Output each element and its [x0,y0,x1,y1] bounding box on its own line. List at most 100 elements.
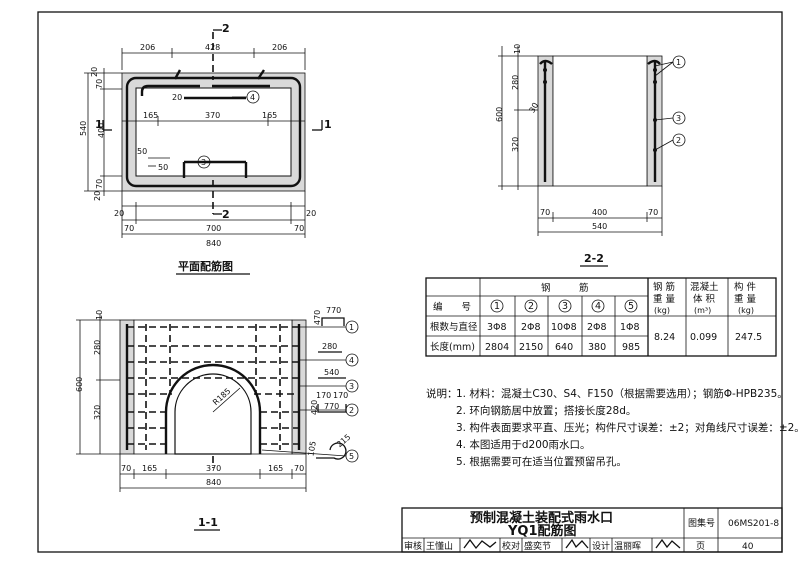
table-colhead-steel-2: 重 量 [653,293,676,305]
table-colhead-steel-3: (kg) [654,306,670,315]
signature-check [565,538,589,549]
table-value-concrete: 0.099 [690,332,717,343]
plan-dim-left-2: 70 [95,79,104,89]
table-id-2: 2 [528,301,534,312]
s11-title: 1-1 [198,516,218,529]
titleblock-atlas-no: 06MS201-8 [728,519,779,529]
s22-dim-bottom-3: 70 [648,208,658,217]
s22-callout-2: 2 [676,136,681,145]
table-id-cells: 1 2 3 4 5 [490,299,638,313]
s11-bar4-dim: 280 [322,342,337,351]
s11-bar5-dim-b: 215 [335,432,352,449]
table-length-1: 2804 [485,342,509,353]
plan-section-mark-1-left: 1 [95,118,103,131]
s22-dim-bottom-1: 70 [540,208,550,217]
note-3: 3. 构件表面要求平直、压光；构件尺寸误差：±2；对角线尺寸误差：±2。 [456,421,800,434]
titleblock-review-label: 审核 [404,540,422,552]
titleblock-review-name: 王懂山 [426,540,453,552]
table-length-2: 2150 [519,342,543,353]
plan-section-mark-2-bottom: 2 [222,208,230,221]
s22-dim-left-1: 10 [513,44,522,54]
table-id-3: 3 [562,301,568,312]
titleblock-design-label: 设计 [592,540,610,552]
s11-callout-4: 4 [349,356,354,365]
table-rowlabel-id: 编 号 [433,301,471,313]
s11-bar5-dim-a: 105 [306,440,318,457]
titleblock-check-name: 盛奕节 [524,540,551,552]
plan-dim-mid-3: 165 [262,111,277,120]
plan-small-dim-1: 20 [172,93,182,102]
table-rowlabel-count: 根数与直径 [430,321,478,333]
plan-callout-3: 3 [201,158,206,167]
note-4: 4. 本图适用于d200雨水口。 [456,438,591,451]
note-2: 2. 环向钢筋居中放置；搭接长度28d。 [456,404,636,417]
plan-dim-left-1: 20 [90,67,99,77]
plan-dim-bottom1-right: 20 [306,209,316,218]
table-length-3: 640 [555,342,573,353]
s11-dim-bottom-1: 70 [121,464,131,473]
s11-callout-1: 1 [349,323,354,332]
s11-dim-bottom-2: 165 [142,464,157,473]
table-count-1: 3Φ8 [487,322,507,333]
s11-dim-bottom-total: 840 [206,478,221,487]
s22-dim-left-3: 600 [495,107,504,122]
plan-dim-left-total: 540 [79,121,88,136]
table-rowlabel-length: 长度(mm) [430,341,475,353]
s11-dim-bottom-3: 370 [206,464,221,473]
table-colhead-concrete-1: 混凝土 [690,281,719,293]
titleblock-check-label: 校对 [502,540,520,552]
plan-view: 206 428 206 20 70 400 70 20 540 165 37 [79,22,332,275]
plan-title: 平面配筋图 [178,259,233,273]
table-count-3: 10Φ8 [551,322,577,333]
plan-dim-left-3: 400 [97,123,106,138]
section-1-1: 10 280 600 320 R185 1 [75,306,359,531]
table-header-group: 钢 筋 [541,282,589,294]
s22-dim-left-4: 320 [511,137,520,152]
table-colhead-weight-3: (kg) [738,306,754,315]
s11-dim-bottom-5: 70 [294,464,304,473]
plan-dim-left-4: 70 [95,179,104,189]
plan-dim-bottom2-3: 70 [294,224,304,233]
titleblock-design-name: 温丽晖 [614,541,641,552]
table-length-5: 985 [622,342,640,353]
s22-dim-left-2: 280 [511,75,520,90]
titleblock-title-2: YQ1配筋图 [507,523,577,539]
s22-dim-bottom-total: 540 [592,222,607,231]
notes: 说明： 1. 材料：混凝土C30、S4、F150（根据需要选用）；钢筋Φ-HPB… [426,387,800,468]
table-id-4: 4 [595,301,601,312]
note-5: 5. 根据需要可在适当位置预留吊孔。 [456,455,627,468]
plan-dim-mid-2: 370 [205,111,220,120]
plan-dim-bottom-total: 840 [206,239,221,248]
plan-dim-top-1: 206 [140,43,155,52]
title-block: 预制混凝土装配式雨水口 YQ1配筋图 图集号 06MS201-8 审核 王懂山 … [401,507,783,553]
plan-dim-mid-1: 165 [143,111,158,120]
plan-section-mark-1-right: 1 [324,118,332,131]
s11-bar3-dim: 540 [324,368,339,377]
plan-small-dim-2: 50 [137,147,147,156]
table-colhead-weight-2: 重 量 [734,293,757,305]
notes-prefix: 说明： [426,387,458,400]
signature-design [655,538,681,549]
table-value-weight: 247.5 [735,332,762,343]
titleblock-page-label: 页 [696,541,705,552]
table-value-steel: 8.24 [654,332,675,343]
s22-callout-3: 3 [676,114,681,123]
s22-title: 2-2 [584,252,604,265]
table-id-1: 1 [494,301,500,312]
table-count-2: 2Φ8 [521,322,541,333]
note-1: 1. 材料：混凝土C30、S4、F150（根据需要选用）；钢筋Φ-HPB235。 [456,387,788,400]
s22-dim-bottom-2: 400 [592,208,607,217]
plan-dim-bottom1-left: 20 [114,209,124,218]
s22-callout-1: 1 [676,58,681,67]
table-colhead-concrete-2: 体 积 [693,293,716,305]
s11-dim-left-4: 320 [93,405,102,420]
s11-bar2-dim-c: 770 [324,402,339,411]
table-length-4: 380 [588,342,606,353]
table-count-5: 1Φ8 [620,322,640,333]
s11-bar2-dim-b: 170 [333,391,348,400]
titleblock-page-no: 40 [742,542,754,552]
plan-dim-bottom2-1: 70 [124,224,134,233]
s11-callout-5: 5 [349,452,354,461]
s11-bar1-dim-b: 470 [313,310,322,325]
